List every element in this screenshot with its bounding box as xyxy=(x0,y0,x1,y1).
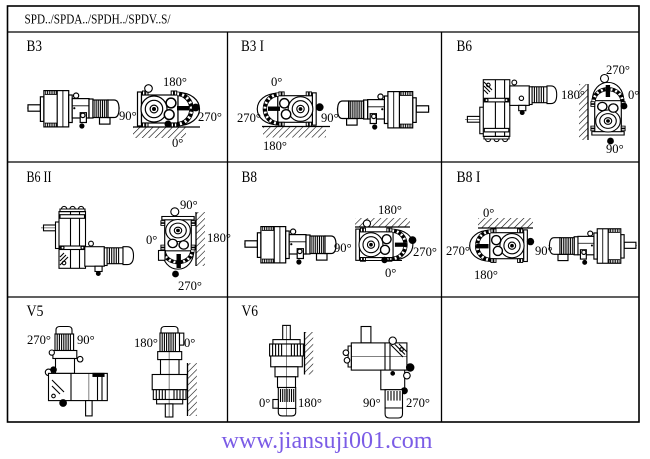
svg-text:0°: 0° xyxy=(271,75,282,89)
svg-text:180°: 180° xyxy=(263,139,287,153)
svg-text:270°: 270° xyxy=(446,244,470,258)
svg-text:270°: 270° xyxy=(27,333,51,347)
svg-text:SPD../SPDA../SPDH../SPDV..S/: SPD../SPDA../SPDH../SPDV..S/ xyxy=(25,13,171,28)
svg-text:B3: B3 xyxy=(27,38,43,55)
svg-text:90°: 90° xyxy=(321,111,339,125)
svg-text:180°: 180° xyxy=(378,203,402,217)
svg-text:90°: 90° xyxy=(180,198,198,212)
svg-text:B8: B8 xyxy=(242,169,258,186)
svg-text:270°: 270° xyxy=(198,110,222,124)
svg-text:0°: 0° xyxy=(259,396,270,410)
svg-text:270°: 270° xyxy=(606,63,630,77)
svg-text:180°: 180° xyxy=(207,231,231,245)
svg-text:270°: 270° xyxy=(406,396,430,410)
svg-text:180°: 180° xyxy=(561,88,585,102)
svg-text:0°: 0° xyxy=(184,336,195,350)
svg-text:B3 I: B3 I xyxy=(241,38,264,55)
svg-text:0°: 0° xyxy=(385,266,396,280)
svg-text:180°: 180° xyxy=(163,75,187,89)
svg-text:B6: B6 xyxy=(457,38,473,55)
svg-text:180°: 180° xyxy=(134,336,158,350)
svg-text:90°: 90° xyxy=(363,396,381,410)
svg-text:270°: 270° xyxy=(413,245,437,259)
svg-text:90°: 90° xyxy=(606,142,624,156)
svg-text:B8 I: B8 I xyxy=(457,169,481,186)
svg-text:0°: 0° xyxy=(628,88,639,102)
svg-text:V6: V6 xyxy=(242,303,259,320)
svg-text:90°: 90° xyxy=(334,241,352,255)
svg-text:90°: 90° xyxy=(77,333,95,347)
svg-text:0°: 0° xyxy=(146,233,157,247)
svg-text:V5: V5 xyxy=(27,303,44,320)
svg-text:90°: 90° xyxy=(119,109,137,123)
svg-text:270°: 270° xyxy=(237,111,261,125)
svg-text:www.jiansuji001.com: www.jiansuji001.com xyxy=(222,428,433,454)
svg-text:180°: 180° xyxy=(474,268,498,282)
svg-text:0°: 0° xyxy=(172,136,183,150)
svg-text:180°: 180° xyxy=(298,396,322,410)
svg-text:90°: 90° xyxy=(535,244,553,258)
svg-text:B6 II: B6 II xyxy=(27,169,52,186)
svg-text:0°: 0° xyxy=(483,206,494,220)
svg-text:270°: 270° xyxy=(178,279,202,293)
